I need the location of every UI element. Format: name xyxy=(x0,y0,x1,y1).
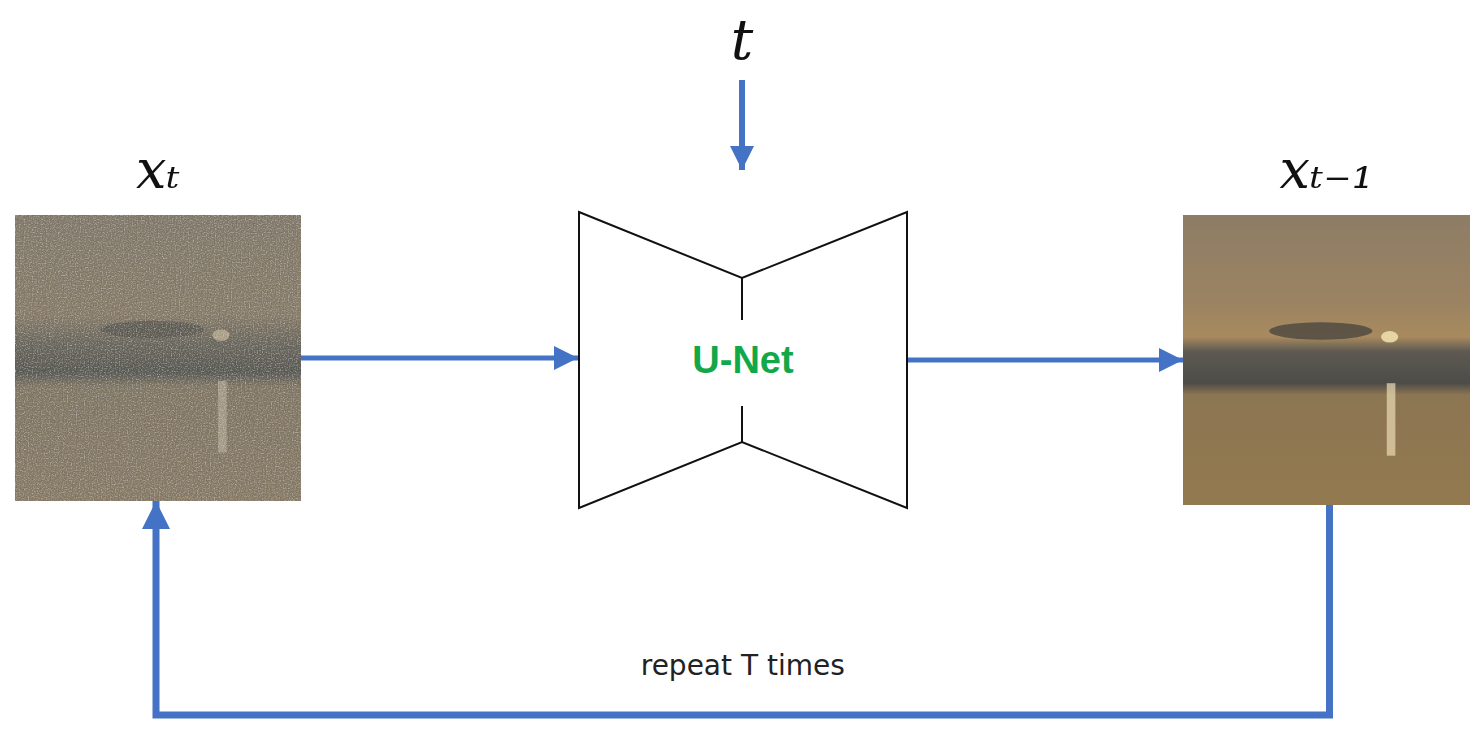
time-input-arrow xyxy=(739,80,745,170)
image-label: xₜ xyxy=(136,143,180,197)
timestep-label: t xyxy=(731,12,754,68)
network-name: U-Net xyxy=(692,339,793,382)
flow-arrow xyxy=(908,358,1183,363)
sunset-image xyxy=(1183,215,1470,505)
image-label: xₜ₋₁ xyxy=(1280,143,1374,197)
image-box: xₜ₋₁ xyxy=(1183,215,1470,505)
network-block: U-Net xyxy=(578,210,908,510)
repeat-loop-arrow xyxy=(156,501,1330,715)
flow-arrow xyxy=(301,356,578,361)
image-box: xₜ xyxy=(15,215,301,501)
edge-label: repeat T times xyxy=(637,649,849,682)
sunset-image xyxy=(15,215,301,501)
